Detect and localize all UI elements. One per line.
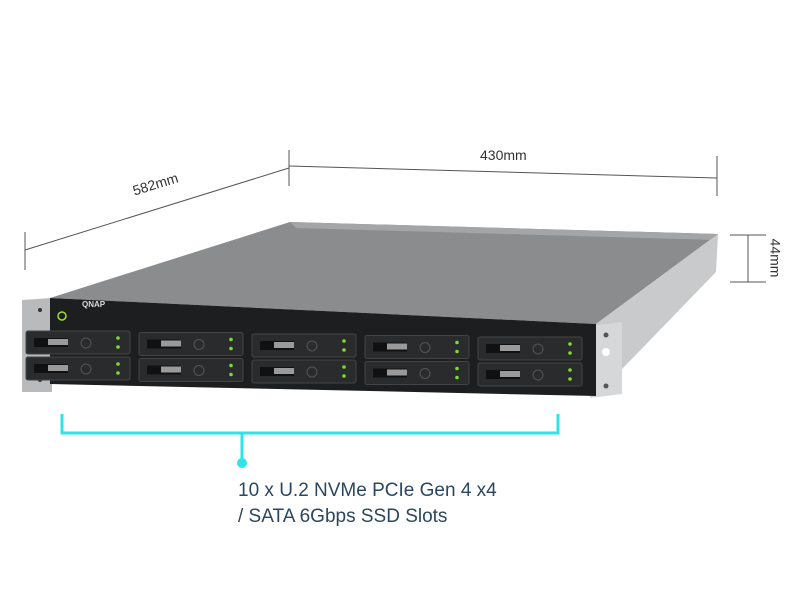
drive-bays [25,330,583,387]
drive-bay[interactable] [251,333,357,358]
drive-bay[interactable] [138,332,244,356]
status-led [116,336,120,340]
drive-bay[interactable] [138,358,244,382]
status-led [229,363,233,368]
width-label: 430mm [480,147,527,163]
height-label: 44mm [767,238,784,278]
drive-bay[interactable] [364,335,470,359]
status-led [342,339,346,343]
drive-bay[interactable] [25,330,131,355]
callout-bracket [60,414,560,460]
drive-bay[interactable] [477,362,583,387]
callout-line-2: / SATA 6Gbps SSD Slots [238,506,448,527]
callout-line-1: 10 x U.2 NVMe PCIe Gen 4 x4 [238,480,497,501]
side-panel [596,234,718,396]
status-led [342,365,346,369]
callout-text: 10 x U.2 NVMe PCIe Gen 4 x4 / SATA 6Gbps… [238,478,497,530]
status-led [116,371,120,375]
status-led [342,348,346,352]
drive-bay[interactable] [25,356,131,381]
brand-logo: QNAP [82,300,106,309]
status-led [229,346,233,351]
status-led [455,366,459,371]
right-rack-ear [590,322,622,398]
status-led [568,368,572,372]
drive-bay[interactable] [251,359,357,384]
drive-bay[interactable] [364,361,470,385]
status-led [116,345,120,349]
status-led [455,349,459,354]
status-led [116,362,120,366]
dimension-lines [24,150,766,283]
depth-line [24,167,290,251]
power-button-icon [57,311,67,321]
status-led [568,342,572,346]
top-cover [50,222,718,324]
status-led [568,351,572,355]
status-led [455,375,459,380]
status-led [342,374,346,378]
status-led [568,377,572,381]
drive-bay[interactable] [477,336,583,361]
status-led [229,372,233,377]
callout-dot [237,458,247,468]
status-led [455,340,459,345]
width-line [288,165,718,179]
status-led [229,337,233,342]
